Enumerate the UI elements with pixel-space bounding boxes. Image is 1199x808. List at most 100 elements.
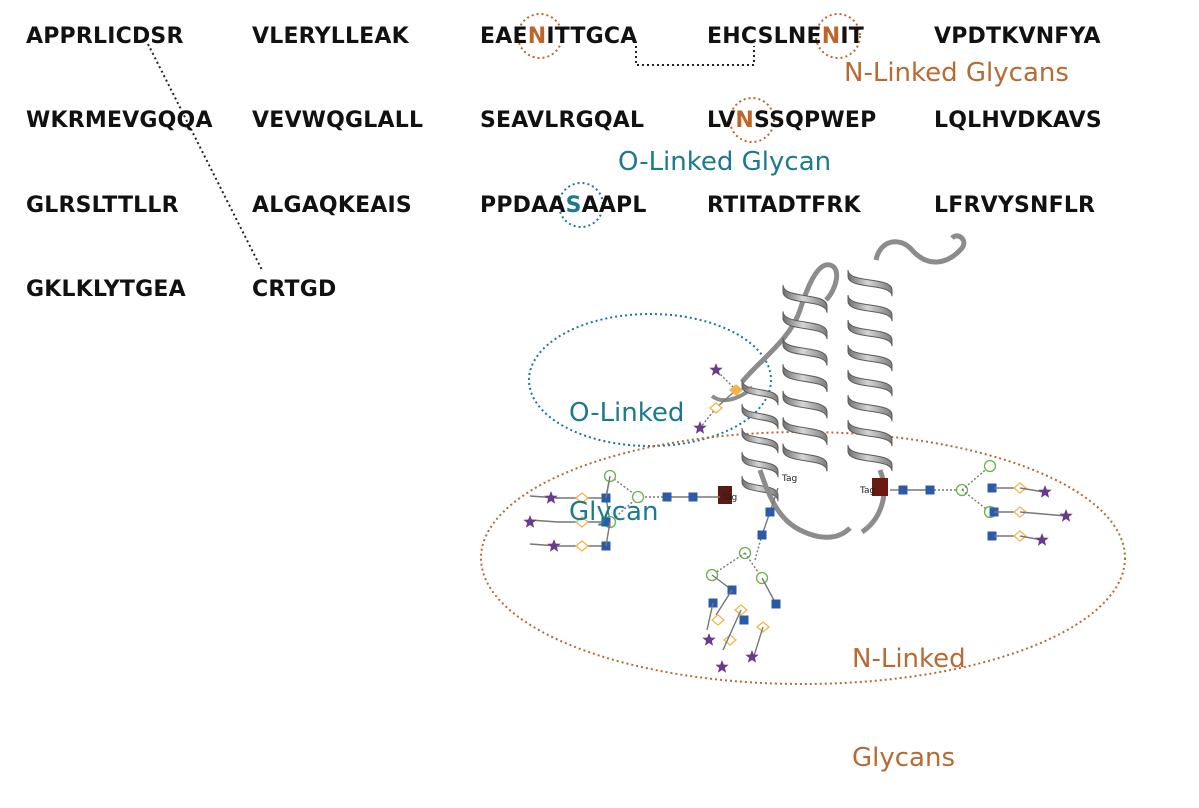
glycosylation-site-circle (558, 182, 604, 228)
glycan-trees (523, 363, 1073, 673)
glycosylation-residue: N (821, 24, 841, 49)
helix-turn (847, 319, 893, 347)
glycan-bond (1019, 511, 1067, 517)
glcnac-square (765, 507, 775, 517)
glcnac-square (688, 492, 698, 502)
o-linked-glycan-mid-label: O-Linked Glycan (618, 147, 832, 177)
sialic-acid-star (715, 660, 729, 673)
glycan-bond (715, 369, 737, 391)
sialic-acid-star (745, 650, 759, 663)
galactose-diamond (728, 384, 744, 396)
sialic-acid-star (523, 515, 537, 528)
helix-turn (782, 390, 828, 419)
o-linked-region-label: O-Linked Glycan (569, 331, 684, 562)
mannose-circle (631, 490, 645, 504)
sequence-block: VEVWQGLALL (252, 108, 424, 133)
sequence-block: VPDTKVNFYA (934, 24, 1101, 49)
structure-tag-left: Tag (722, 493, 738, 503)
sialic-acid-star (702, 633, 716, 646)
sequence-block: LFRVYSNFLR (934, 193, 1096, 218)
galactose-diamond (574, 516, 590, 528)
sialic-acid-star (1035, 533, 1049, 546)
sequence-block: PPDAASAAPL (480, 193, 647, 218)
glycan-bond (715, 589, 733, 616)
sequence-block: EHCSLNENIT (707, 24, 864, 49)
glycan-bond (605, 475, 611, 499)
disulfide-bond-line-bracket (635, 46, 755, 66)
sequence-block: RTITADTFRK (707, 193, 861, 218)
galactose-diamond (710, 614, 726, 626)
galactose-diamond (708, 402, 724, 414)
helix-turn (741, 403, 779, 430)
glycan-bond (722, 609, 742, 651)
glycosylation-site-circle (729, 97, 775, 143)
helix-turn (847, 419, 893, 447)
sialic-acid-star (547, 539, 561, 552)
glycan-bond (605, 521, 611, 547)
helix-turn (847, 369, 893, 397)
helix-turn (782, 443, 828, 472)
helix-turn (782, 417, 828, 446)
sialic-acid-star (1038, 485, 1052, 498)
glycosylation-residue: N (735, 108, 755, 133)
sialic-acid-star (544, 491, 558, 504)
mannose-circle (983, 459, 997, 473)
helix-turn (741, 427, 779, 454)
helix-turn (741, 379, 779, 406)
sequence-block: LQLHVDKAVS (934, 108, 1102, 133)
n-linked-region-label: N-Linked Glycans (852, 577, 966, 808)
glycoprotein-diagram (147, 13, 1126, 685)
sialic-acid-star (709, 363, 723, 376)
sequence-block: VLERYLLEAK (252, 24, 409, 49)
helix-turn (782, 311, 828, 340)
glcnac-square (601, 517, 611, 527)
helix-turn (847, 344, 893, 372)
glycan-bond (753, 626, 764, 657)
glcnac-square (987, 531, 997, 541)
sequence-block: CRTGD (252, 277, 337, 302)
sequence-block: GKLKLYTGEA (26, 277, 186, 302)
helix-turn (782, 364, 828, 393)
structure-tag-right: Tag (860, 486, 876, 496)
glycan-bond (1019, 487, 1045, 493)
glycosylation-residue: N (527, 24, 547, 49)
helix-turn (741, 475, 779, 502)
glycan-bond (711, 552, 746, 576)
glcnac-square (771, 599, 781, 609)
glcnac-square (898, 485, 908, 495)
helix-turn (782, 337, 828, 366)
n-linked-glycans-top-label: N-Linked Glycans (844, 58, 1069, 88)
sequence-block: WKRMEVGQQA (26, 108, 213, 133)
helix-turn (741, 451, 779, 478)
galactose-diamond (574, 540, 590, 552)
helix-turn (847, 394, 893, 422)
glcnac-square (925, 485, 935, 495)
helix-turn (847, 294, 893, 322)
structure-tag-center: Tag (782, 474, 798, 484)
glcnac-square (757, 530, 767, 540)
o-linked-region-label-line2: Glycan (569, 497, 659, 527)
sequence-block: ALGAQKEAIS (252, 193, 412, 218)
sequence-block: APPRLICDSR (26, 24, 184, 49)
o-linked-region-ellipse (528, 313, 772, 447)
glycosylation-site-circle (517, 13, 563, 59)
n-linked-region-label-line1: N-Linked (852, 644, 966, 674)
helix-turn (847, 269, 893, 297)
sialic-acid-star (1059, 509, 1073, 522)
sequence-block: SEAVLRGQAL (480, 108, 645, 133)
sialic-acid-star (693, 421, 707, 434)
n-linked-region-label-line2: Glycans (852, 743, 956, 773)
disulfide-bond-line-long (147, 43, 263, 271)
galactose-diamond (574, 492, 590, 504)
helix-turn (782, 284, 828, 313)
helix-turn (847, 444, 893, 472)
o-linked-region-label-line1: O-Linked (569, 398, 685, 428)
glycosylation-residue: S (565, 193, 582, 218)
glcnac-square (987, 483, 997, 493)
sequence-block: LVNSSQPWEP (707, 108, 877, 133)
glcnac-square (662, 492, 672, 502)
glcnac-square (739, 615, 749, 625)
sequence-block: GLRSLTTLLR (26, 193, 179, 218)
sequence-block: EAENITTGCA (480, 24, 638, 49)
glycan-bond (706, 602, 714, 631)
